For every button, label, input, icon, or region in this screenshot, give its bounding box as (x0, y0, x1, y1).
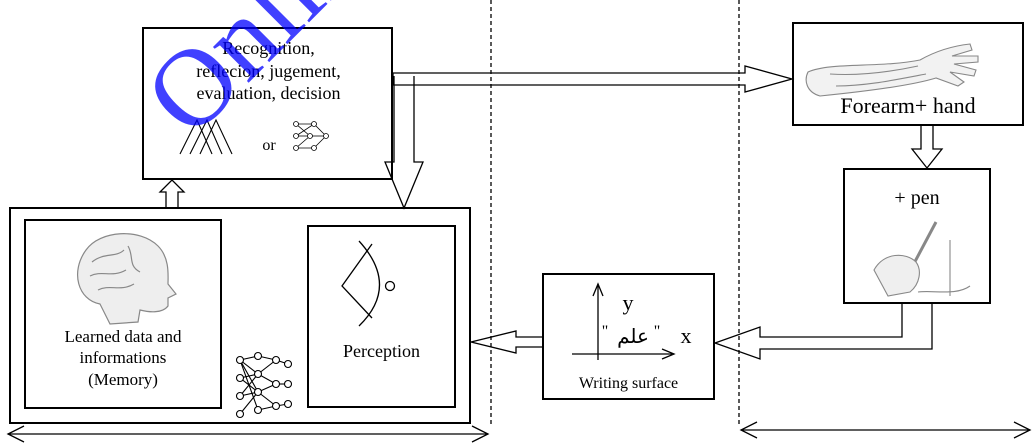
memory-text: Learned data and informations (Memory) (26, 326, 220, 390)
perception-label: Perception (343, 341, 420, 361)
brain-head-icon (77, 233, 177, 325)
arrow-pen-to-surface (713, 304, 933, 360)
xy-axes (572, 282, 676, 360)
decision-line-1: Recognition, (222, 38, 315, 58)
arm-label: Forearm+ hand (840, 93, 976, 118)
decision-text: Recognition, reflecion, jugement, evalua… (146, 37, 391, 105)
neural-network-icon (235, 351, 293, 419)
arrow-decision-to-arm (392, 65, 795, 93)
pen-label: + pen (894, 187, 940, 209)
surface-box (542, 273, 715, 400)
arabic-word: علم (617, 324, 649, 348)
range-arrow-left (6, 425, 490, 443)
or-label: or (262, 137, 276, 154)
arrow-surface-to-memory (470, 330, 542, 354)
neural-network-icon-small (293, 121, 329, 151)
surface-label: Writing surface (578, 375, 679, 392)
memory-line-2: informations (79, 348, 167, 368)
x-axis-label: x (680, 323, 692, 348)
decision-box (142, 27, 393, 180)
decision-line-2: reflecion, jugement, (196, 60, 341, 81)
pen-box (843, 168, 991, 304)
arrow-arm-to-pen (910, 126, 944, 170)
fuzzy-triangles-icon (179, 118, 233, 155)
arm-hand-icon (805, 43, 979, 97)
memory-line-3: (Memory) (88, 369, 158, 389)
range-arrow-right (739, 421, 1032, 439)
arrow-decision-to-perception (384, 76, 424, 210)
memory-line-1: Learned data and (64, 327, 182, 346)
quote-close: " (653, 323, 661, 340)
arrow-memory-to-decision (158, 179, 186, 207)
y-axis-label: y (622, 290, 634, 315)
decision-line-3: evaluation, decision (196, 83, 341, 103)
quote-open: " (601, 323, 609, 340)
perception-box (307, 225, 456, 408)
pen-hand-icon (873, 221, 971, 297)
arc-sensor-icon (341, 240, 396, 327)
